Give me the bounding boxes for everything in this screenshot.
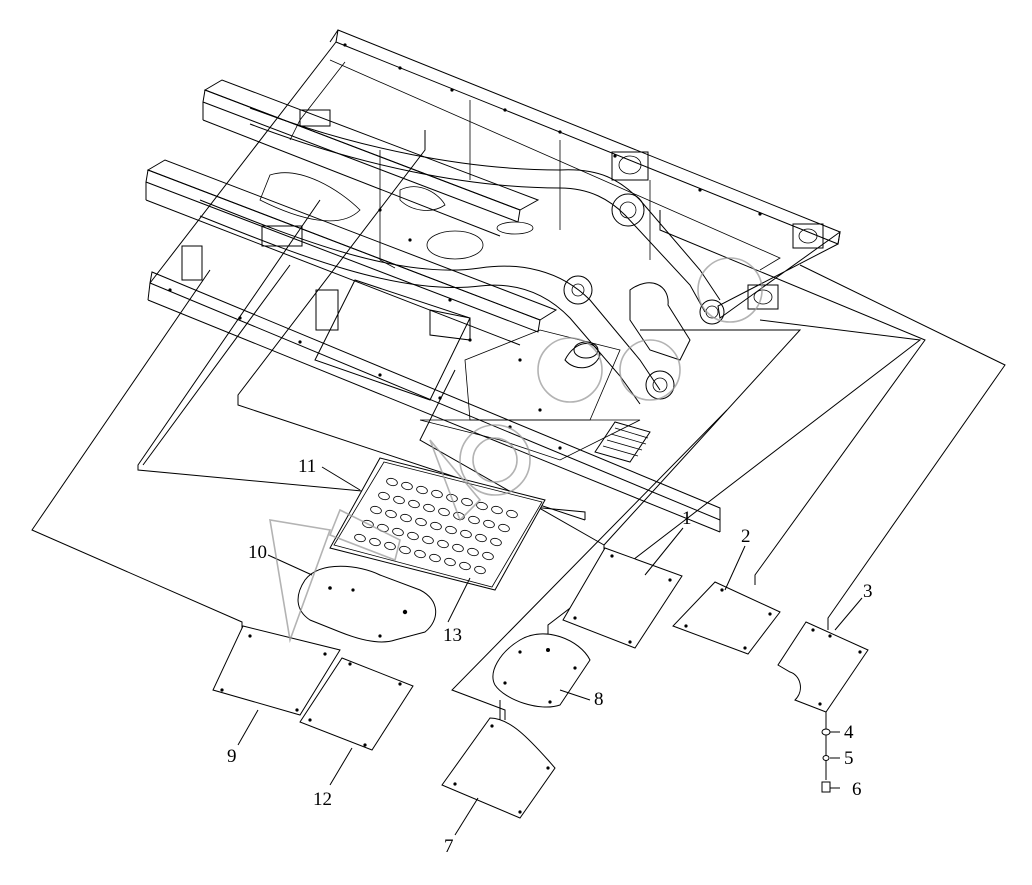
vent-slot bbox=[483, 519, 495, 529]
callout-4: 4 bbox=[844, 722, 854, 743]
callout-9: 9 bbox=[227, 746, 237, 767]
vent-slot bbox=[414, 549, 426, 559]
part-4-washer bbox=[821, 728, 831, 736]
part-13-slots bbox=[354, 477, 518, 575]
leader-lines bbox=[31, 130, 1006, 770]
vent-slot bbox=[400, 513, 412, 523]
vent-slot bbox=[446, 493, 458, 503]
vent-slot bbox=[491, 505, 503, 515]
callout-1: 1 bbox=[682, 508, 692, 529]
vent-slot bbox=[468, 515, 480, 525]
vent-slot bbox=[490, 537, 502, 547]
vent-slot bbox=[386, 477, 398, 487]
vent-slot bbox=[461, 497, 473, 507]
vent-slot bbox=[498, 523, 510, 533]
main-frame bbox=[145, 29, 841, 533]
callout-10: 10 bbox=[248, 542, 267, 563]
vent-slot bbox=[445, 525, 457, 535]
part-2-plate bbox=[672, 581, 781, 655]
watermark-logo bbox=[269, 257, 763, 644]
part-13-vented-panel bbox=[329, 457, 546, 591]
vent-slot bbox=[423, 503, 435, 513]
part-7-plate bbox=[441, 717, 556, 819]
vent-slot bbox=[453, 511, 465, 521]
part-1-plate bbox=[562, 547, 683, 649]
part-6-bolt bbox=[821, 781, 831, 793]
vent-slot bbox=[474, 565, 486, 575]
part-12-plate bbox=[299, 657, 414, 751]
vent-slot bbox=[369, 537, 381, 547]
vent-slot bbox=[429, 553, 441, 563]
callout-5: 5 bbox=[844, 748, 854, 769]
part-3-plate bbox=[777, 621, 869, 713]
vent-slot bbox=[384, 541, 396, 551]
vent-slot bbox=[362, 519, 374, 529]
vent-slot bbox=[482, 551, 494, 561]
vent-slot bbox=[354, 533, 366, 543]
vent-slot bbox=[430, 521, 442, 531]
vent-slot bbox=[407, 531, 419, 541]
vent-slot bbox=[459, 561, 471, 571]
callout-7: 7 bbox=[444, 836, 454, 857]
vent-slot bbox=[392, 527, 404, 537]
callout-11: 11 bbox=[298, 456, 316, 477]
vent-slot bbox=[416, 485, 428, 495]
vent-slot bbox=[438, 507, 450, 517]
callout-3: 3 bbox=[863, 581, 873, 602]
vent-slot bbox=[370, 505, 382, 515]
part-10-cover bbox=[297, 565, 437, 643]
callout-labels: 1 2 3 4 5 6 7 8 9 10 11 12 13 bbox=[227, 456, 873, 857]
vent-slot bbox=[467, 547, 479, 557]
vent-slot bbox=[408, 499, 420, 509]
vent-slot bbox=[444, 557, 456, 567]
callout-2: 2 bbox=[741, 526, 751, 547]
vent-slot bbox=[437, 539, 449, 549]
vent-slot bbox=[378, 491, 390, 501]
vent-slot bbox=[475, 533, 487, 543]
vent-slot bbox=[393, 495, 405, 505]
vent-slot bbox=[422, 535, 434, 545]
callout-6: 6 bbox=[852, 779, 862, 800]
vent-slot bbox=[506, 509, 518, 519]
part-9-plate bbox=[212, 625, 341, 716]
callout-12: 12 bbox=[313, 789, 332, 810]
vent-slot bbox=[431, 489, 443, 499]
vent-slot bbox=[460, 529, 472, 539]
vent-slot bbox=[399, 545, 411, 555]
callout-8: 8 bbox=[594, 689, 604, 710]
vent-slot bbox=[452, 543, 464, 553]
callout-leaders bbox=[237, 466, 863, 836]
fastener-stack bbox=[821, 712, 831, 793]
part-8-cover bbox=[492, 633, 591, 708]
vent-slot bbox=[401, 481, 413, 491]
vent-slot bbox=[385, 509, 397, 519]
vent-slot bbox=[415, 517, 427, 527]
callout-13: 13 bbox=[443, 625, 462, 646]
part-5-lockwasher bbox=[822, 755, 830, 761]
vent-slot bbox=[476, 501, 488, 511]
step-grating bbox=[594, 421, 651, 463]
